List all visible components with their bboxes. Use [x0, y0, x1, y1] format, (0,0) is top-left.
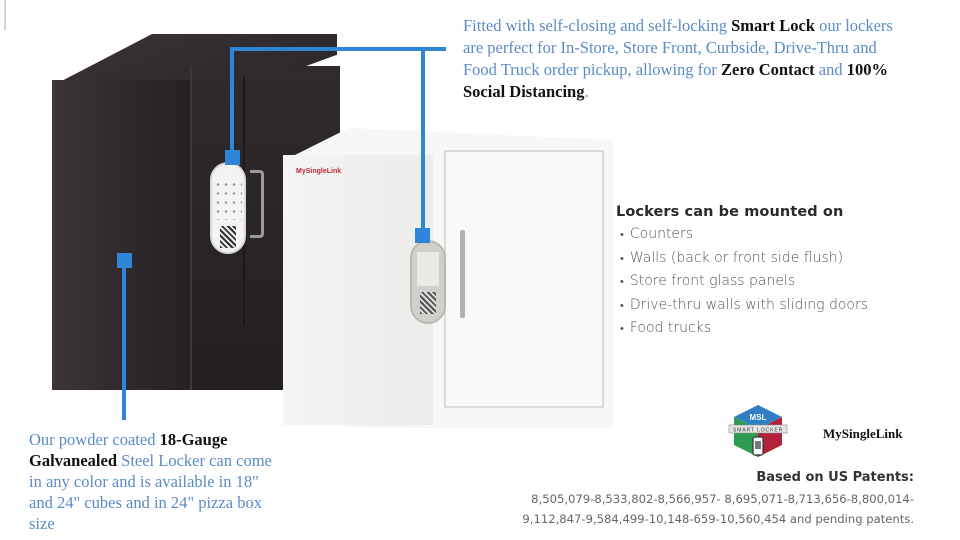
- mounting-item: Store front glass panels: [616, 270, 936, 294]
- mounting-title: Lockers can be mounted on: [616, 204, 844, 220]
- door-handle: [460, 230, 465, 318]
- qr-code-icon: [420, 292, 436, 314]
- connector-line: [230, 47, 234, 157]
- steel-locker-callout: Our powder coated 18-Gauge Galvanealed S…: [29, 429, 279, 534]
- connector-line: [230, 47, 446, 51]
- callout-text: our lockers are perfect for In-Store, St…: [463, 16, 893, 79]
- callout-text: Fitted with self-closing and self-lockin…: [463, 16, 732, 35]
- connector-marker: [225, 150, 240, 165]
- connector-marker: [415, 228, 430, 243]
- callout-text: .: [584, 82, 589, 101]
- brand-name: MySingleLink: [823, 426, 903, 441]
- white-locker-door: [444, 150, 604, 408]
- mounting-item: Walls (back or front side flush): [616, 247, 936, 271]
- patents-title: Based on US Patents:: [756, 470, 914, 485]
- qr-code-icon: [220, 226, 236, 248]
- mounting-options: Lockers can be mounted on Counters Walls…: [616, 204, 936, 341]
- smart-lock-callout: Fitted with self-closing and self-lockin…: [463, 15, 903, 103]
- svg-text:MSL: MSL: [750, 413, 767, 422]
- connector-line: [122, 260, 126, 420]
- svg-text:SMART LOCKER: SMART LOCKER: [733, 428, 783, 434]
- patents-block: Based on US Patents: 8,505,079-8,533,802…: [474, 470, 914, 529]
- callout-text: Steel Locker can come in any color and i…: [29, 451, 272, 533]
- white-locker-side: [283, 155, 433, 425]
- mounting-item: Counters: [616, 223, 936, 247]
- mounting-item: Food trucks: [616, 317, 936, 341]
- keypad-icon: [214, 180, 242, 220]
- callout-text: Our powder coated: [29, 430, 160, 449]
- mounting-item: Drive-thru walls with sliding doors: [616, 294, 936, 318]
- callout-emphasis: 100% Social Distancing: [463, 60, 888, 101]
- locker-sticker-brand: MySingleLink: [296, 168, 342, 175]
- callout-text: and: [814, 60, 847, 79]
- callout-emphasis: Zero Contact: [721, 60, 815, 79]
- callout-emphasis: Smart Lock: [731, 16, 815, 35]
- callout-emphasis: 18-Gauge Galvanealed: [29, 430, 228, 470]
- connector-line: [421, 47, 425, 235]
- msl-smart-locker-logo-icon: MSL SMART LOCKER: [728, 405, 788, 457]
- door-handle: [250, 170, 264, 238]
- edge-divider: [4, 0, 6, 30]
- patents-line: 9,112,847-9,584,499-10,148-659-10,560,45…: [522, 512, 914, 526]
- patents-line: 8,505,079-8,533,802-8,566,957- 8,695,071…: [531, 492, 914, 506]
- keypad-icon: [417, 252, 439, 286]
